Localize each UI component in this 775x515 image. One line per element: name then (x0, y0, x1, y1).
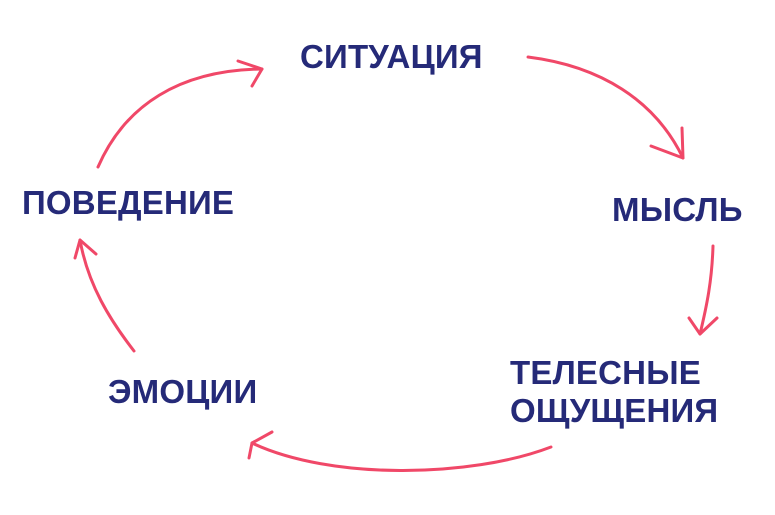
node-emotions-label: ЭМОЦИИ (108, 373, 258, 410)
arrow-situation-to-thought (526, 55, 685, 160)
arrowhead-behavior-to-situation (236, 59, 264, 88)
node-emotions: ЭМОЦИИ (108, 373, 257, 411)
arrowhead-thought-to-body (687, 316, 719, 336)
node-body-sensations-line2: ОЩУЩЕНИЯ (510, 392, 719, 429)
arrowhead-emotions-to-behavior (73, 238, 98, 260)
node-behavior: ПОВЕДЕНИЕ (22, 184, 234, 222)
node-situation-label: СИТУАЦИЯ (300, 38, 483, 75)
arrowhead-situation-to-thought (649, 126, 685, 160)
arrowhead-body-to-emotions (247, 430, 274, 460)
node-body-sensations-line1: ТЕЛЕСНЫЕ (510, 354, 701, 391)
arrow-behavior-to-situation (96, 67, 264, 169)
arrow-thought-to-body (698, 244, 715, 336)
node-behavior-label: ПОВЕДЕНИЕ (22, 184, 235, 221)
node-situation: СИТУАЦИЯ (300, 38, 483, 76)
node-thought: МЫСЛЬ (612, 191, 743, 229)
arrow-body-to-emotions (250, 441, 553, 472)
node-thought-label: МЫСЛЬ (612, 191, 743, 228)
arrow-emotions-to-behavior (78, 238, 136, 353)
node-body-sensations: ТЕЛЕСНЫЕ ОЩУЩЕНИЯ (510, 354, 718, 430)
